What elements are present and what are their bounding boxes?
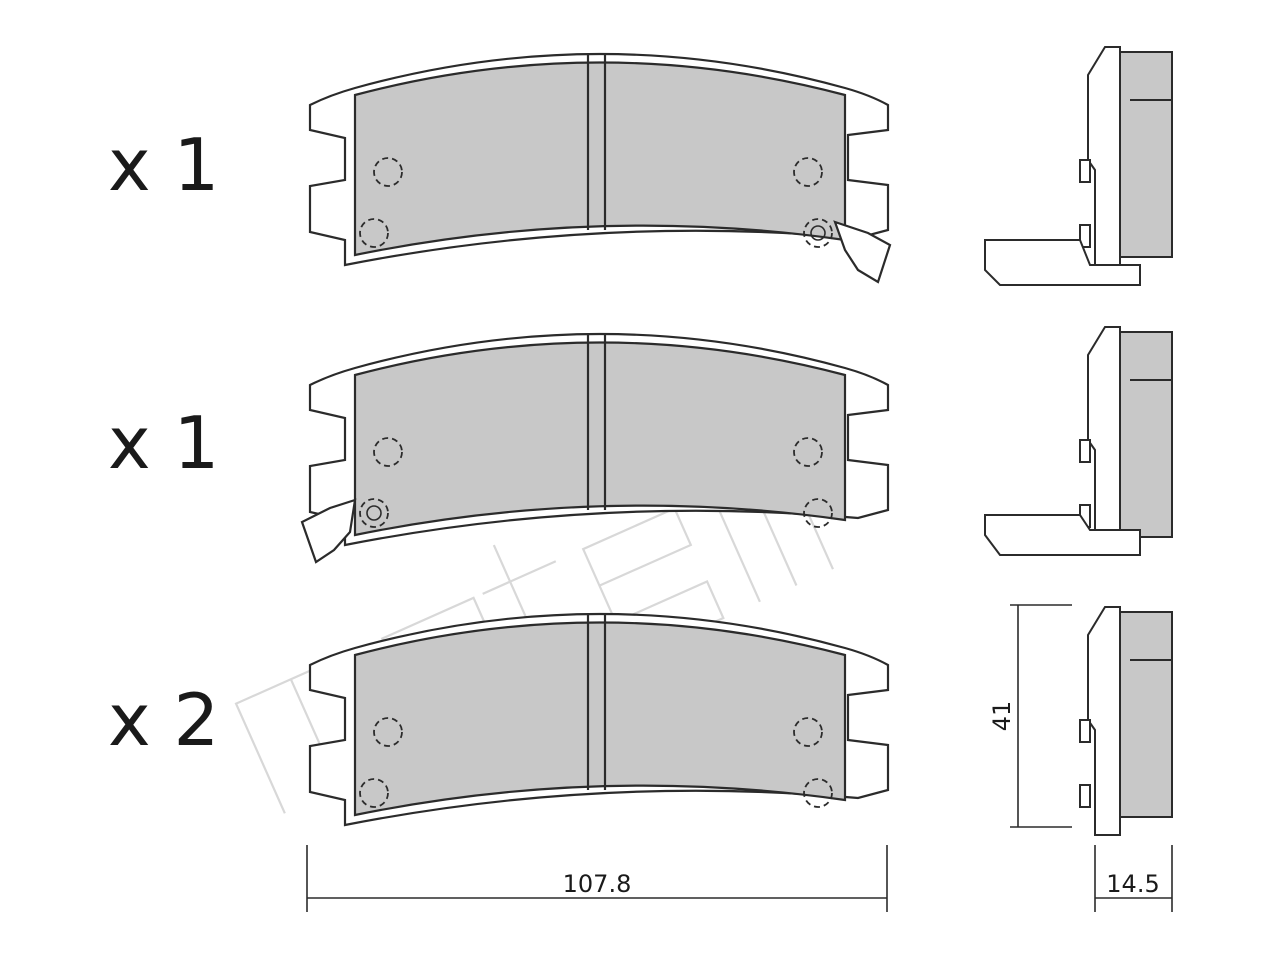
quantity-label-3: x 2 (108, 678, 219, 762)
wear-sensor-tab-left (300, 498, 357, 564)
pad-side-view-1 (984, 46, 1173, 286)
dimension-thickness: 14.5 (1094, 845, 1173, 912)
dimension-width-label: 107.8 (563, 870, 632, 898)
wear-sensor-tab-right (833, 220, 892, 284)
dimension-height: 41 (988, 604, 1072, 828)
pad-side-view-2 (984, 326, 1173, 556)
pad-front-view-2 (300, 332, 890, 564)
quantity-label-2: x 1 (108, 401, 219, 485)
pad-side-view-3 (1079, 606, 1173, 836)
clip-bracket-1 (984, 239, 1141, 286)
clip-bracket-2 (984, 514, 1141, 556)
pad-front-view-1 (308, 52, 892, 284)
dimension-thickness-label: 14.5 (1106, 870, 1159, 898)
dimension-height-label: 41 (988, 701, 1016, 732)
dimension-width: 107.8 (306, 845, 888, 912)
quantity-label-1: x 1 (108, 123, 219, 207)
pad-front-view-3 (308, 612, 890, 827)
